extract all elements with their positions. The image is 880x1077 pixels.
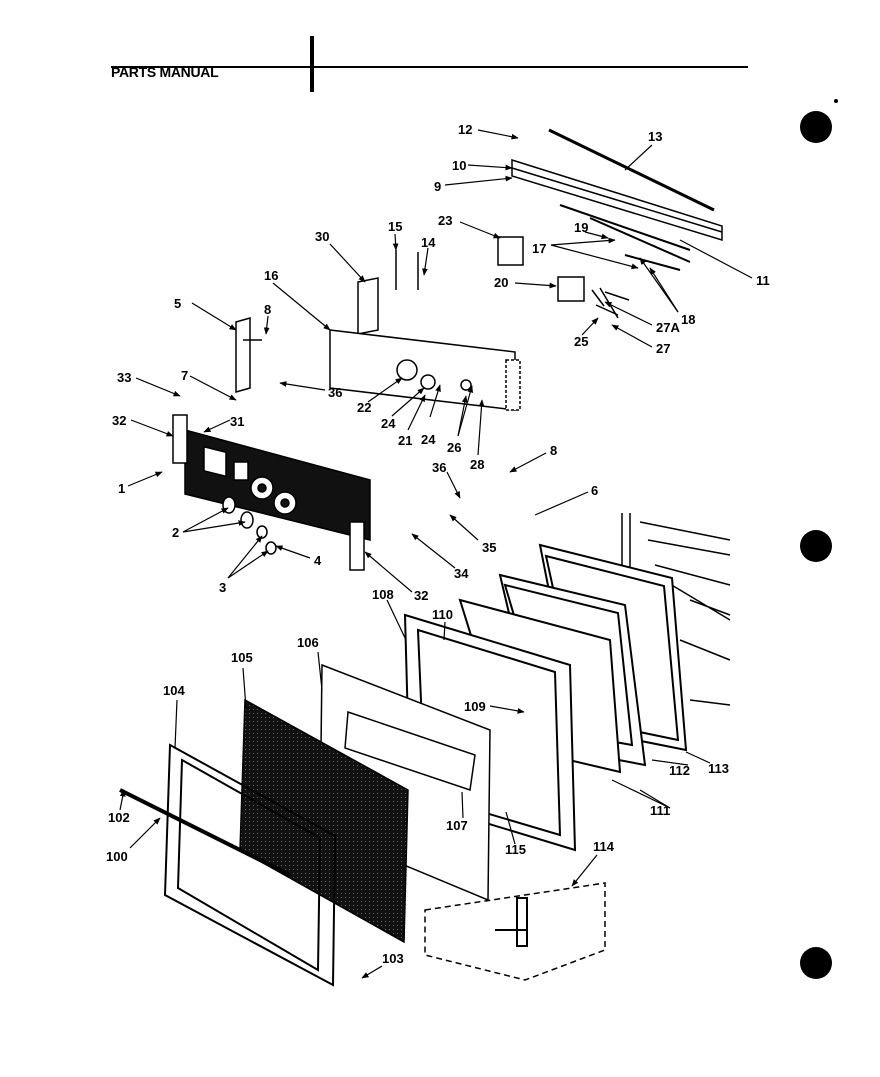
callout-35: 35 <box>482 540 496 555</box>
callout-23: 23 <box>438 213 452 228</box>
callout-13: 13 <box>648 129 662 144</box>
callout-24-b: 24 <box>421 432 436 447</box>
callout-33: 33 <box>117 370 131 385</box>
callout-16: 16 <box>264 268 278 283</box>
callout-24-a: 24 <box>381 416 396 431</box>
callout-4: 4 <box>314 553 322 568</box>
callout-104: 104 <box>163 683 185 698</box>
callout-20: 20 <box>494 275 508 290</box>
callout-100: 100 <box>106 849 128 864</box>
callout-36-a: 36 <box>328 385 342 400</box>
callout-102: 102 <box>108 810 130 825</box>
header-rule <box>111 36 748 92</box>
callout-113: 113 <box>708 761 729 776</box>
callout-14: 14 <box>421 235 436 250</box>
callout-36-b: 36 <box>432 460 446 475</box>
callout-8-b: 8 <box>550 443 557 458</box>
callout-10: 10 <box>452 158 466 173</box>
callout-22: 22 <box>357 400 371 415</box>
callout-107: 107 <box>446 818 468 833</box>
callout-11: 11 <box>756 273 770 288</box>
callout-3: 3 <box>219 580 226 595</box>
door-handle-detail <box>424 882 606 981</box>
callout-2: 2 <box>172 525 179 540</box>
callout-18: 18 <box>681 312 695 327</box>
callout-28: 28 <box>470 457 484 472</box>
callout-115: 115 <box>505 842 526 857</box>
callout-25: 25 <box>574 334 588 349</box>
callout-9: 9 <box>434 179 441 194</box>
callout-17: 17 <box>532 241 546 256</box>
callout-26: 26 <box>447 440 461 455</box>
callout-5: 5 <box>174 296 181 311</box>
callout-6: 6 <box>591 483 598 498</box>
callout-21: 21 <box>398 433 412 448</box>
callout-109: 109 <box>464 699 486 714</box>
callout-114: 114 <box>593 839 615 854</box>
mesh-screen <box>239 698 409 944</box>
callout-19: 19 <box>574 220 588 235</box>
callout-106: 106 <box>297 635 319 650</box>
top-trim-assembly <box>497 128 723 319</box>
leader-lines <box>119 129 753 979</box>
callout-7: 7 <box>181 368 188 383</box>
callout-34: 34 <box>454 566 469 581</box>
control-knobs <box>222 496 277 555</box>
callout-27: 27 <box>656 341 670 356</box>
callout-12: 12 <box>458 122 472 137</box>
callout-labels: 12 13 10 9 23 15 14 30 19 17 11 20 18 27… <box>106 122 770 966</box>
door-layers <box>403 543 688 852</box>
callout-15: 15 <box>388 219 402 234</box>
callout-110: 110 <box>432 607 453 622</box>
binder-hole-top <box>800 111 832 143</box>
oven-cavity <box>621 513 731 706</box>
side-bracket <box>235 317 262 393</box>
control-board <box>329 250 521 411</box>
door-frame <box>119 743 337 987</box>
callout-105: 105 <box>231 650 253 665</box>
callout-108: 108 <box>372 587 394 602</box>
callout-32-a: 32 <box>112 413 126 428</box>
callout-27A: 27A <box>656 320 680 335</box>
binder-hole-middle <box>800 530 832 562</box>
callout-31: 31 <box>230 414 244 429</box>
callout-1: 1 <box>118 481 125 496</box>
callout-32-b: 32 <box>414 588 428 603</box>
callout-112: 112 <box>669 763 690 778</box>
callout-103: 103 <box>382 951 404 966</box>
control-panel <box>172 414 371 571</box>
binder-hole-bottom <box>800 947 832 979</box>
callout-8-a: 8 <box>264 302 271 317</box>
callout-30: 30 <box>315 229 329 244</box>
callout-111: 111 <box>650 803 670 818</box>
